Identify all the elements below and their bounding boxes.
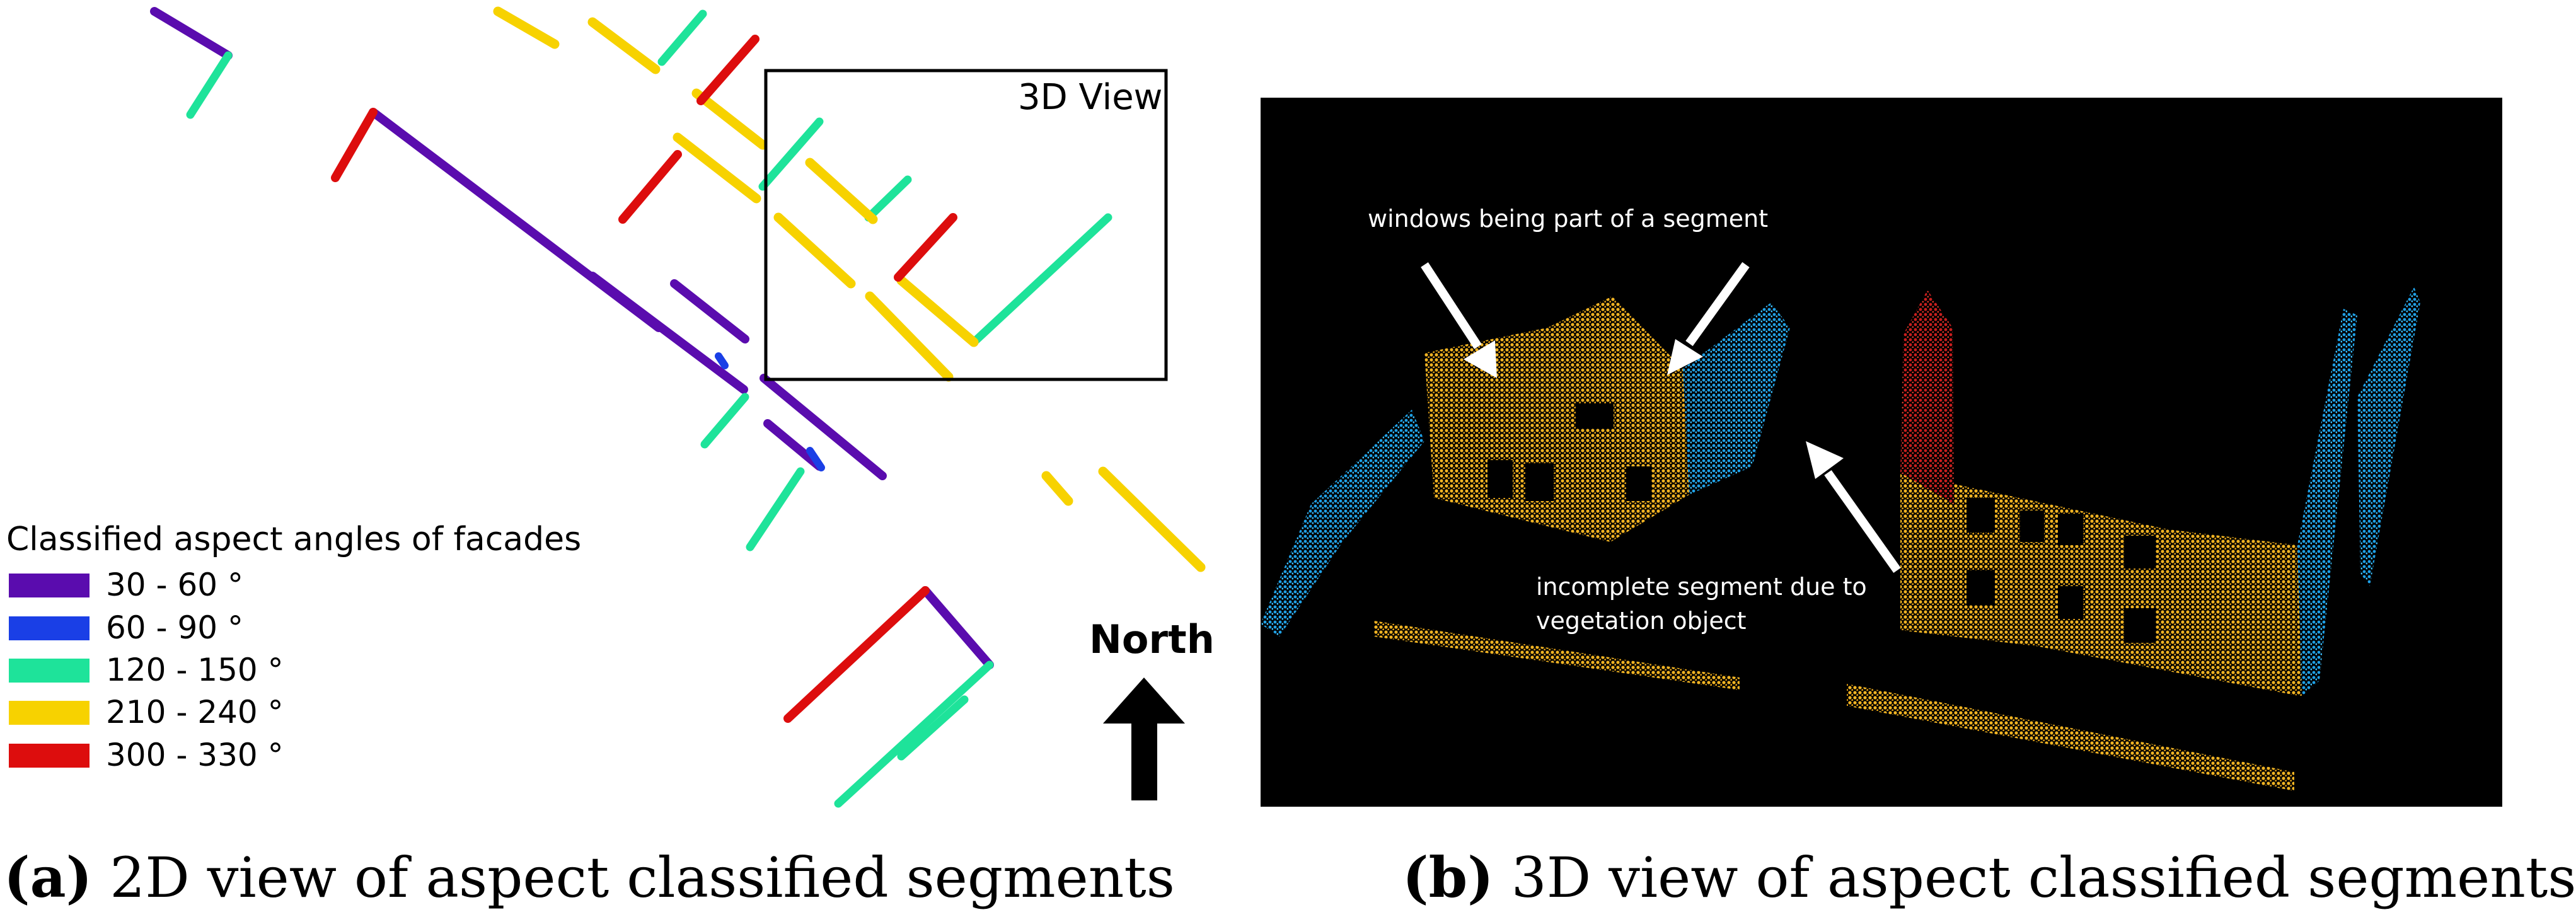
- north-label: North: [1089, 616, 1215, 662]
- arrow-head-icon: [1806, 441, 1844, 479]
- legend-label: 30 - 60 °: [106, 567, 243, 603]
- segments-120-150: [186, 9, 1112, 808]
- north-arrow-icon: [1103, 678, 1185, 800]
- annotation-incomplete: incomplete segment due to vegetation obj…: [1536, 570, 1867, 638]
- legend-swatches: [9, 574, 90, 768]
- caption-b-prefix: (b): [1402, 845, 1494, 910]
- segments-30-60: [150, 7, 994, 669]
- legend-label: 120 - 150 °: [106, 652, 284, 688]
- annotation-incomplete-line1: incomplete segment due to: [1536, 573, 1867, 601]
- arrow-head-icon: [1464, 340, 1497, 378]
- legend-title: Classified aspect angles of facades: [6, 521, 582, 558]
- annotation-incomplete-line2: vegetation object: [1536, 607, 1747, 635]
- arrow-head-icon: [1667, 339, 1703, 375]
- legend-item: 30 - 60 °: [106, 566, 243, 604]
- right-building: [1900, 287, 2420, 696]
- segments-300-330: [331, 35, 957, 723]
- caption-a-prefix: (a): [4, 845, 93, 910]
- annotation-windows: windows being part of a segment: [1368, 205, 1769, 233]
- segments-60-90: [715, 352, 825, 471]
- caption-b-text: 3D view of aspect classified segments: [1493, 845, 2576, 910]
- legend-item: 300 - 330 °: [106, 736, 284, 774]
- point-cloud-render: [1261, 98, 2502, 807]
- panel-2d-view: 3D View North Classified aspect angles o…: [0, 0, 1248, 917]
- caption-a: (a) 2D view of aspect classified segment…: [4, 845, 1175, 910]
- legend-item: 60 - 90 °: [106, 609, 243, 647]
- ground-strip-left: [1374, 621, 1740, 690]
- panel-3d-view: windows being part of a segment incomple…: [1248, 0, 2576, 917]
- legend-item: 210 - 240 °: [106, 693, 284, 731]
- caption-b: (b) 3D view of aspect classified segment…: [1402, 845, 2576, 910]
- 3d-view-label: 3D View: [1018, 77, 1163, 118]
- annotation-arrows: [1421, 262, 1901, 574]
- caption-a-text: 2D view of aspect classified segments: [92, 845, 1175, 910]
- legend-label: 60 - 90 °: [106, 609, 243, 646]
- ground-strip-right: [1847, 684, 2294, 791]
- legend-label: 300 - 330 °: [106, 737, 284, 773]
- legend-label: 210 - 240 °: [106, 694, 284, 730]
- legend-item: 120 - 150 °: [106, 651, 284, 689]
- segments-map: [9, 6, 1206, 808]
- segments-210-240: [493, 6, 1206, 572]
- 3d-view-frame: [764, 69, 1168, 381]
